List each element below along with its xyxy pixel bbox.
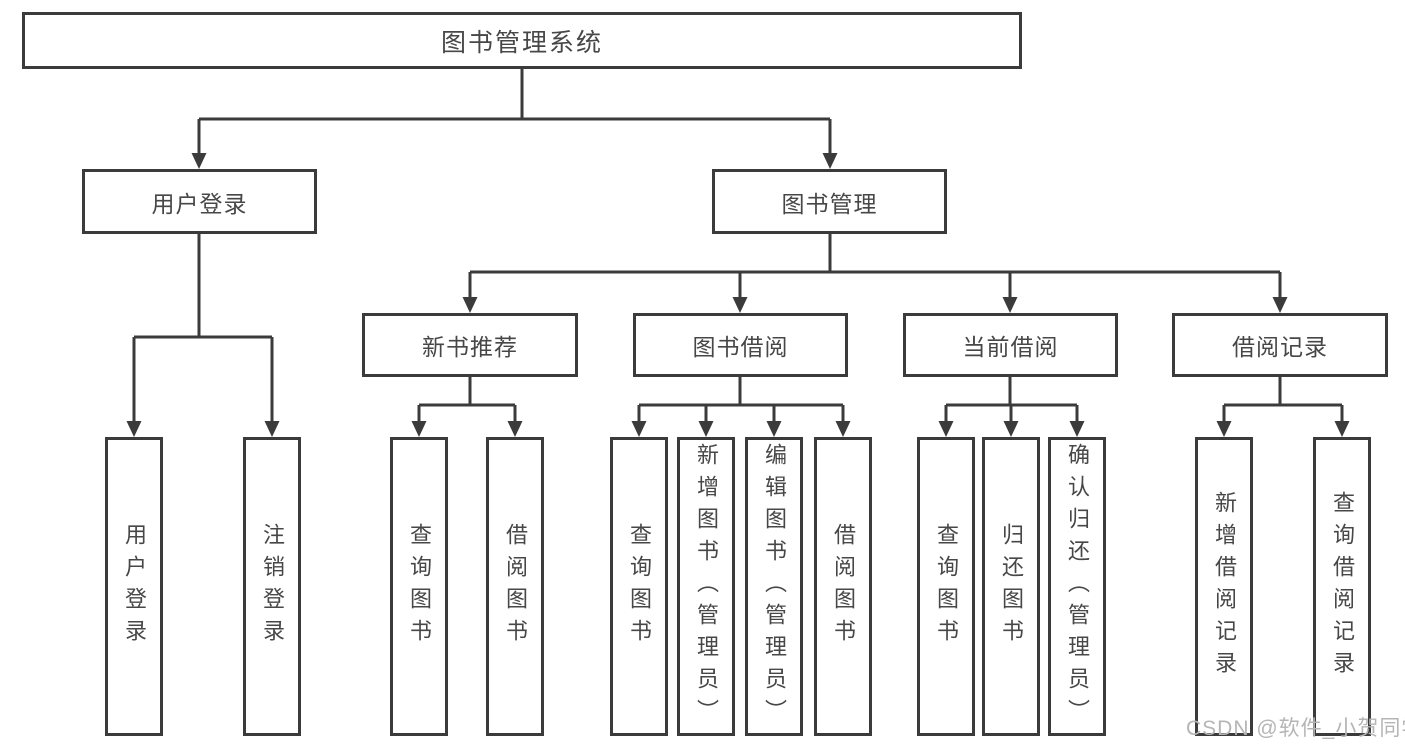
leaf-book-borrow-2: 编辑图书（管理员） [745, 437, 803, 736]
node-borrow-record: 借阅记录 [1172, 313, 1388, 377]
node-book-management: 图书管理 [712, 169, 947, 234]
leaf-book-borrow-3: 借阅图书 [814, 437, 872, 736]
node-borrow-record-label: 借阅记录 [1232, 334, 1328, 360]
leaf-book-borrow-3-label: 借阅图书 [831, 522, 856, 651]
node-current-borrow-label: 当前借阅 [962, 334, 1059, 360]
leaf-borrow-record-0: 新增借阅记录 [1195, 437, 1253, 736]
leaf-current-borrow-2: 确认归还（管理员） [1048, 437, 1106, 736]
node-book-borrow: 图书借阅 [633, 313, 848, 377]
node-user-login-label: 用户登录 [151, 190, 248, 217]
node-book-borrow-label: 图书借阅 [692, 334, 789, 360]
leaf-new-book-1-label: 借阅图书 [503, 522, 528, 651]
leaf-user-login-0: 用户登录 [105, 437, 163, 736]
leaf-user-login-0-label: 用户登录 [122, 522, 147, 651]
leaf-current-borrow-1-label: 归还图书 [999, 522, 1024, 651]
leaf-borrow-record-1-label: 查询借阅记录 [1330, 490, 1355, 683]
node-new-book-recommend-label: 新书推荐 [422, 334, 518, 360]
node-root-label: 图书管理系统 [440, 28, 603, 57]
node-current-borrow: 当前借阅 [903, 313, 1118, 377]
leaf-current-borrow-2-label: 确认归还（管理员） [1065, 442, 1090, 731]
leaf-borrow-record-0-label: 新增借阅记录 [1212, 490, 1237, 683]
leaf-book-borrow-1-label: 新增图书（管理员） [694, 442, 719, 731]
leaf-current-borrow-1: 归还图书 [982, 437, 1040, 736]
leaf-book-borrow-0-label: 查询图书 [627, 522, 652, 651]
leaf-new-book-0: 查询图书 [390, 437, 448, 736]
leaf-new-book-1: 借阅图书 [486, 437, 544, 736]
leaf-book-borrow-1: 新增图书（管理员） [677, 437, 735, 736]
leaf-new-book-0-label: 查询图书 [407, 522, 432, 651]
leaf-user-login-1-label: 注销登录 [260, 522, 285, 651]
csdn-watermark: CSDN @软件_小贺同学 [1186, 717, 1405, 740]
leaf-book-borrow-2-label: 编辑图书（管理员） [762, 442, 787, 731]
node-new-book-recommend: 新书推荐 [362, 313, 578, 377]
leaf-book-borrow-0: 查询图书 [610, 437, 668, 736]
leaf-user-login-1: 注销登录 [243, 437, 301, 736]
node-book-management-label: 图书管理 [781, 190, 878, 217]
leaf-current-borrow-0: 查询图书 [917, 437, 975, 736]
leaf-current-borrow-0-label: 查询图书 [934, 522, 959, 651]
node-root-system: 图书管理系统 [22, 12, 1022, 69]
leaf-borrow-record-1: 查询借阅记录 [1313, 437, 1371, 736]
node-user-login: 用户登录 [82, 169, 317, 234]
